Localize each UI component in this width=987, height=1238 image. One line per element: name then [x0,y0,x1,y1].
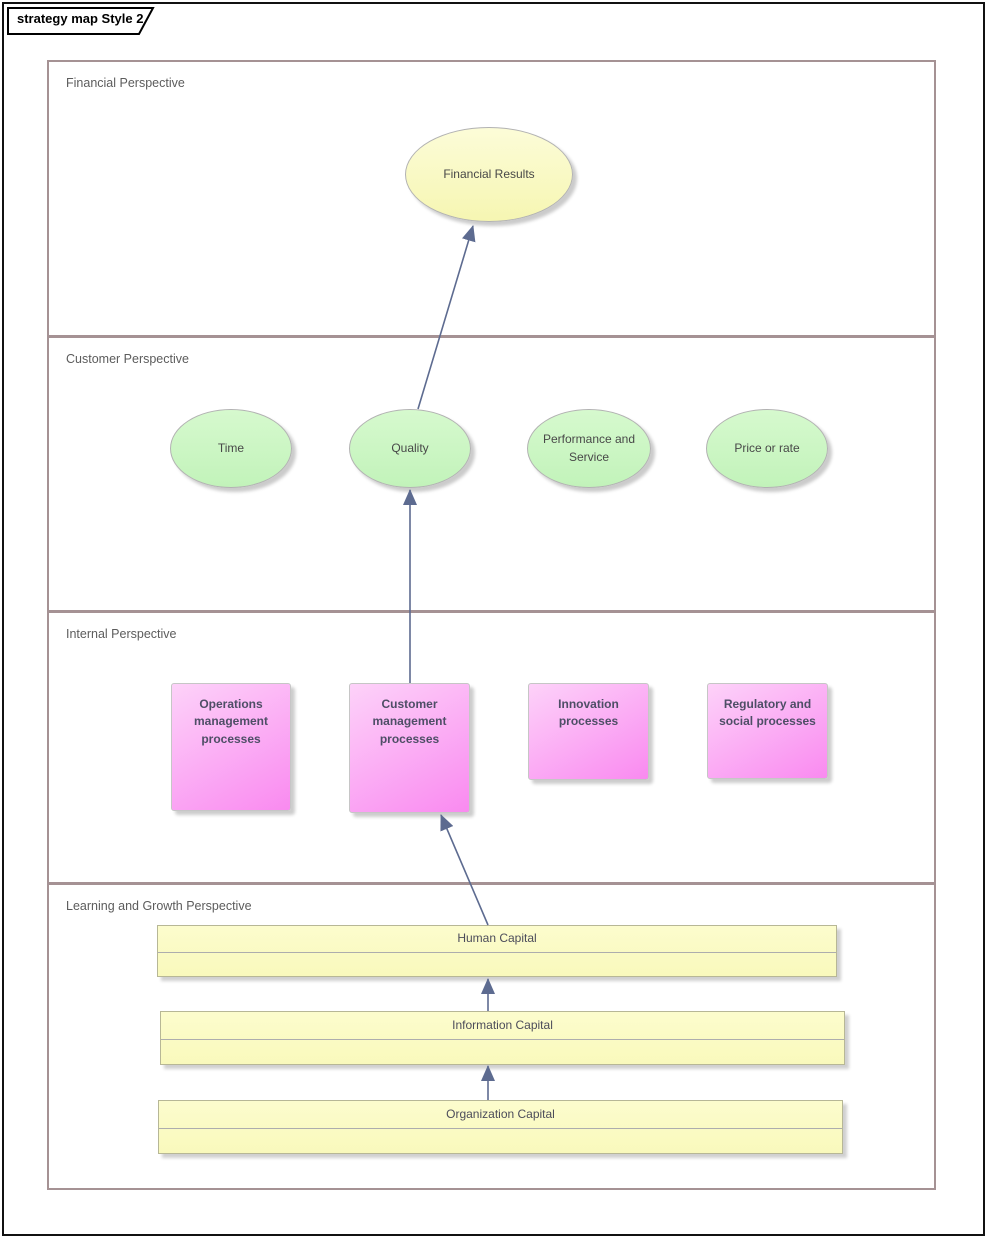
bar-empty-compartment [159,1129,842,1181]
node-price-or-rate[interactable]: Price or rate [706,409,828,488]
node-innovation-processes[interactable]: Innovation processes [528,683,649,780]
lane-label: Financial Perspective [66,76,185,90]
node-label: Innovation processes [558,697,619,729]
connector-quality-to-financial-results[interactable] [417,225,476,410]
node-performance-and-service[interactable]: Performance and Service [527,409,651,488]
lane-internal-perspective: Internal Perspective [49,610,934,882]
lane-label: Customer Perspective [66,352,189,366]
lanes-container: Financial Perspective Customer Perspecti… [47,60,936,1190]
node-financial-results[interactable]: Financial Results [405,127,573,222]
lane-learning-growth-perspective: Learning and Growth Perspective [49,882,934,1186]
connector-human-capital-to-customer-management-processes[interactable] [440,814,489,926]
node-organization-capital[interactable]: Organization Capital [158,1100,843,1154]
node-information-capital[interactable]: Information Capital [160,1011,845,1065]
lane-label: Learning and Growth Perspective [66,899,252,913]
lane-label: Internal Perspective [66,627,177,641]
node-operations-management-processes[interactable]: Operations management processes [171,683,291,811]
bar-empty-compartment [161,1040,844,1092]
lane-customer-perspective: Customer Perspective [49,335,934,610]
node-regulatory-and-social-processes[interactable]: Regulatory and social processes [707,683,828,779]
bar-empty-compartment [158,953,836,1003]
diagram-title: strategy map Style 2 [17,11,144,26]
node-label: Financial Results [443,166,535,181]
node-label: Price or rate [734,440,800,455]
node-customer-management-processes[interactable]: Customer management processes [349,683,470,813]
node-label: Organization Capital [159,1101,842,1129]
node-label: Information Capital [161,1012,844,1040]
node-label: Quality [391,440,429,455]
node-label: Regulatory and social processes [719,697,816,729]
node-label: Performance and Service [542,432,636,464]
diagram-tab-shape [7,7,155,35]
node-label: Human Capital [158,926,836,953]
node-label: Customer management processes [372,697,447,746]
diagram-tab [7,7,155,35]
node-quality[interactable]: Quality [349,409,471,488]
lane-financial-perspective: Financial Perspective [49,62,934,335]
node-human-capital[interactable]: Human Capital [157,925,837,977]
node-label: Operations management processes [193,697,269,746]
node-label: Time [217,440,245,455]
node-time[interactable]: Time [170,409,292,488]
